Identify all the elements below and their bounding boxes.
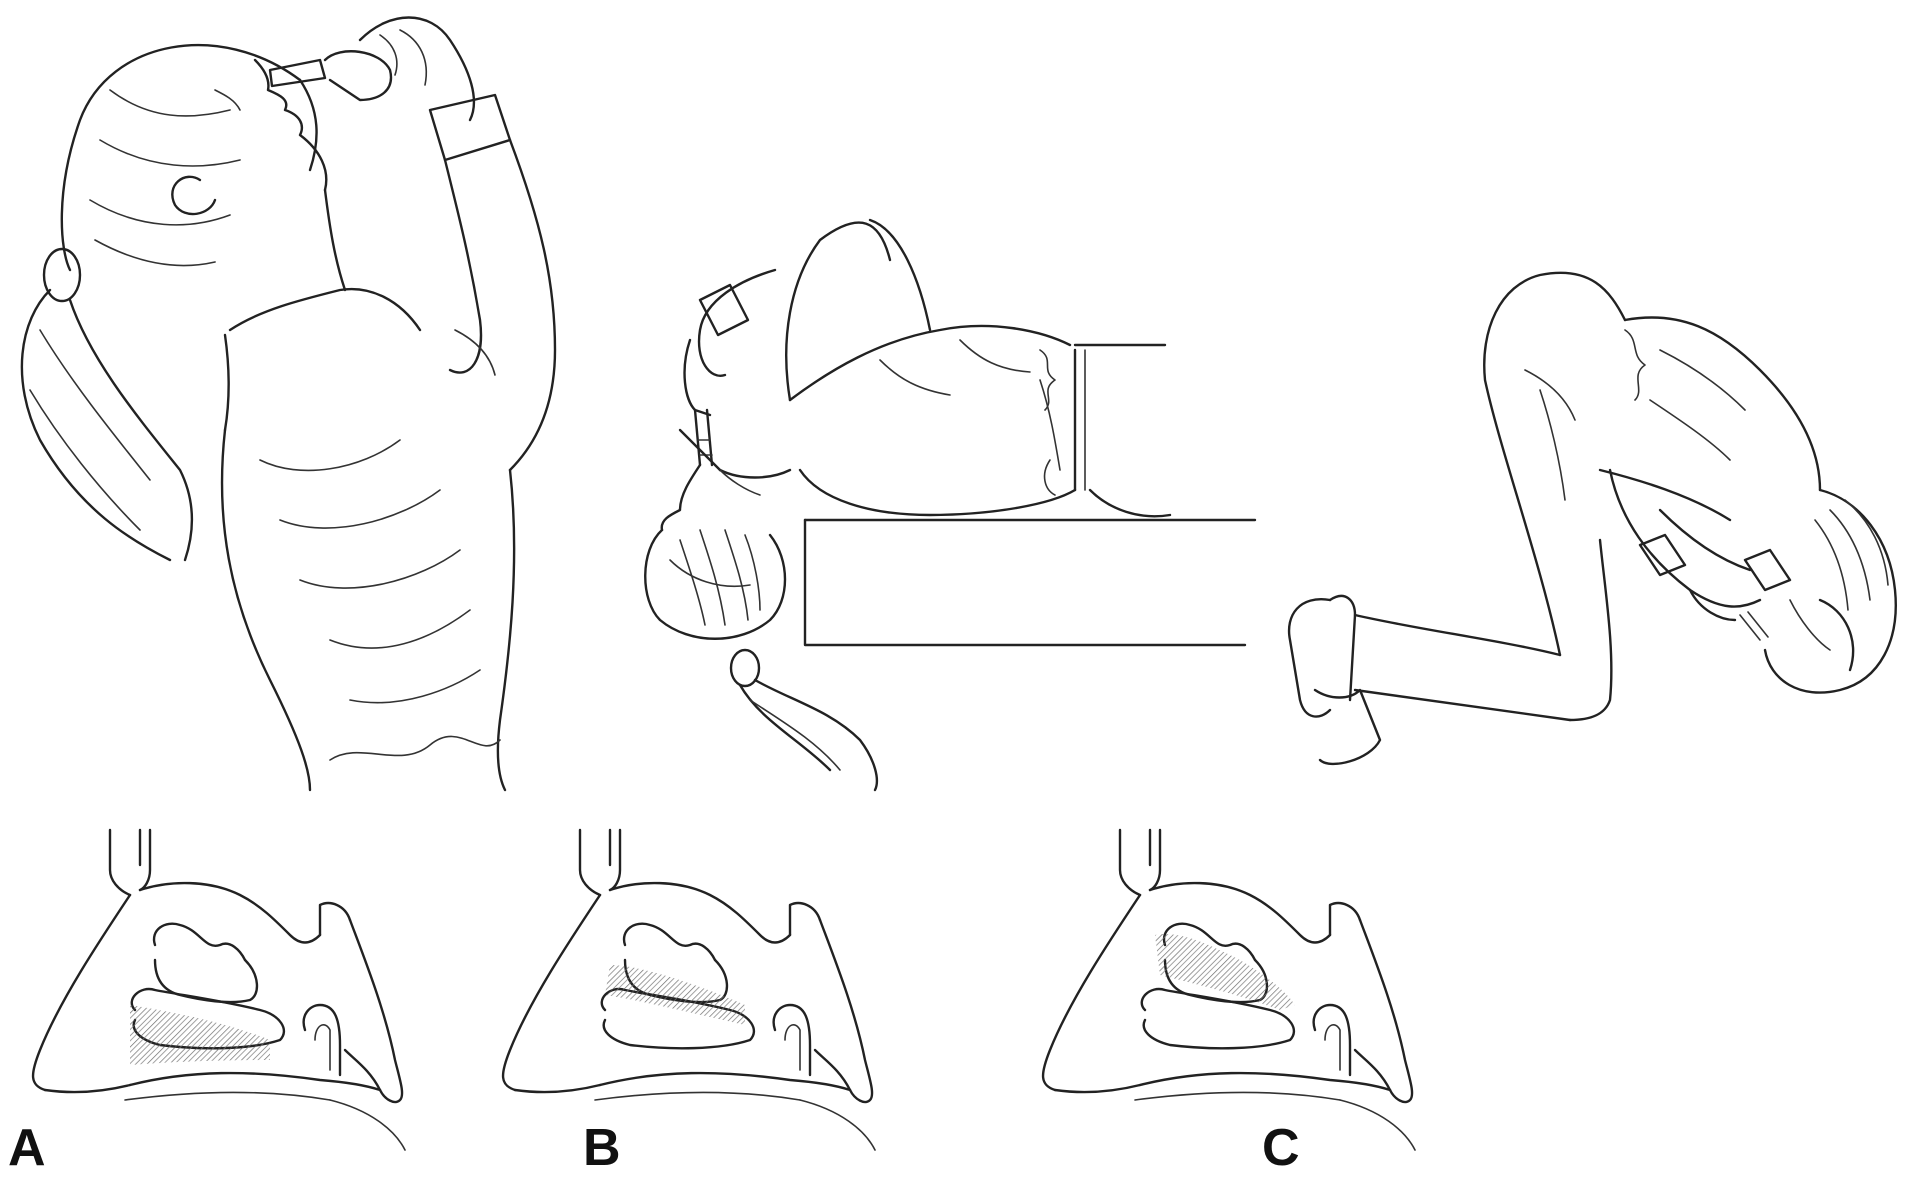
panel-label-a: A xyxy=(8,1122,46,1174)
panel-label-b: B xyxy=(583,1122,621,1174)
deposit-area-a xyxy=(130,1005,270,1065)
figure-b-lying-head-over-edge xyxy=(645,220,1255,790)
panel-label-c: C xyxy=(1262,1122,1300,1174)
figure-c-kneeling-head-down xyxy=(1289,273,1896,764)
figure-a-head-tilted-back xyxy=(22,18,555,791)
nasal-cross-section-a xyxy=(33,830,405,1150)
nasal-cross-section-c xyxy=(1043,830,1415,1150)
nasal-cross-section-b xyxy=(503,830,875,1150)
